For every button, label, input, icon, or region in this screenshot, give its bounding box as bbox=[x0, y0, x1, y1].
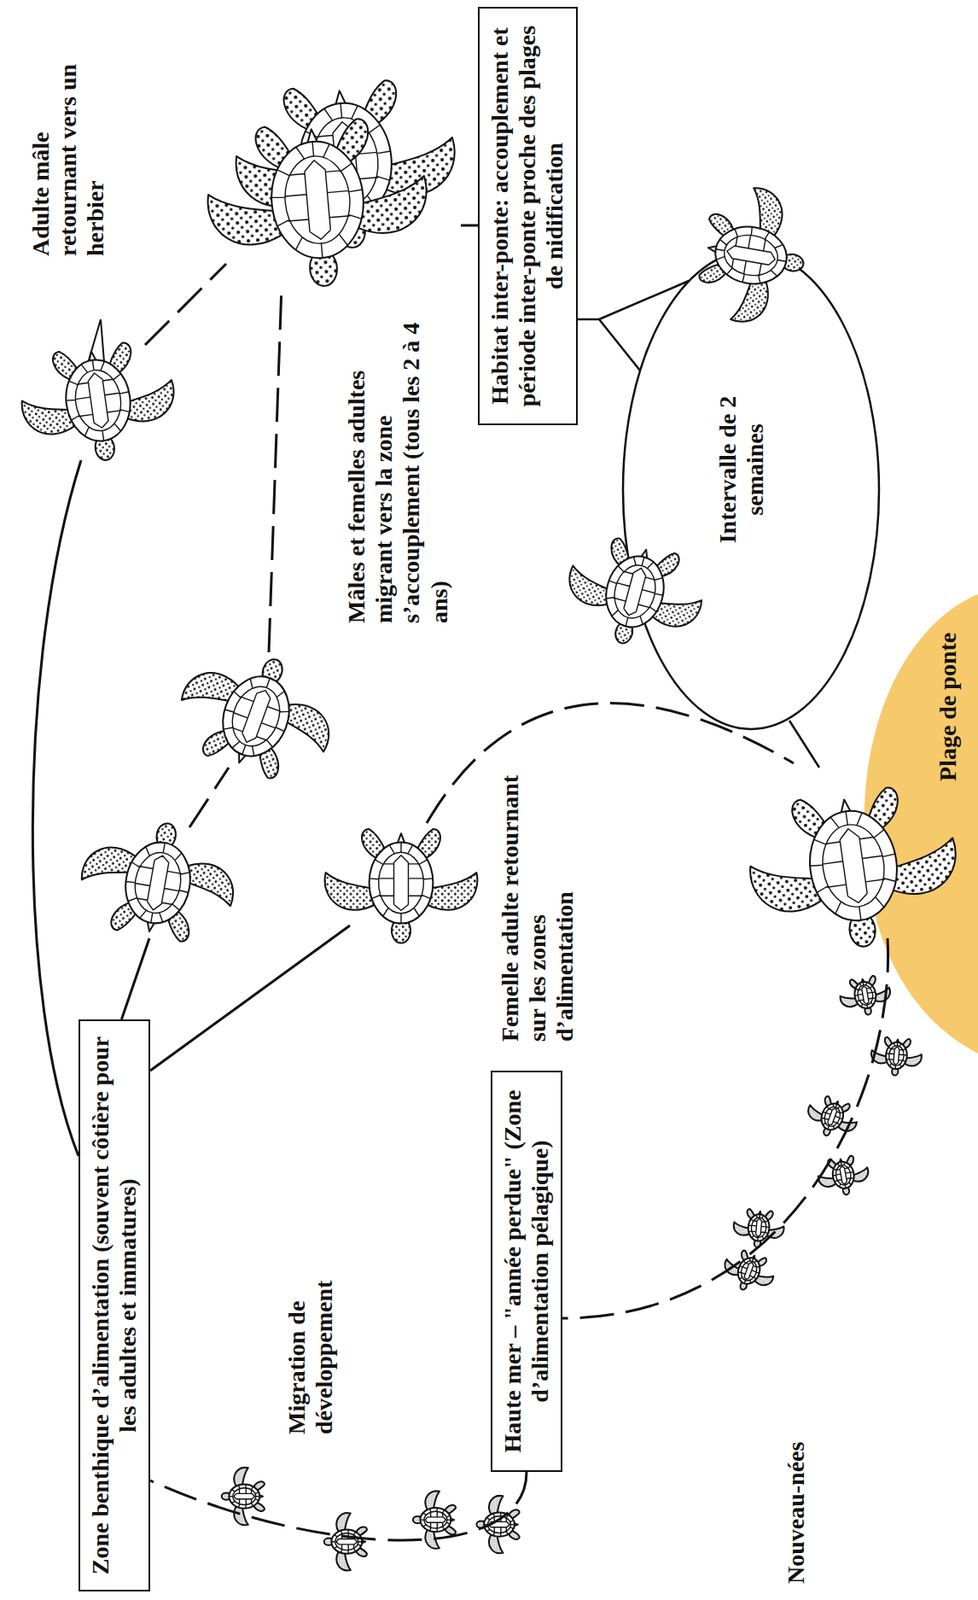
annotation-label: Femelle adulte retournant sur les zones … bbox=[494, 764, 582, 1045]
juvenile-turtle bbox=[221, 1467, 265, 1525]
annotation-label: Intervalle de 2 semaines bbox=[712, 376, 771, 563]
inter-nesting-loop bbox=[622, 250, 880, 729]
text-box: Zone benthique d’alimentation (souvent c… bbox=[78, 1018, 151, 1591]
migration-line bbox=[121, 937, 150, 1019]
annotation-label: Adulte mâle retournant vers un herbier bbox=[25, 22, 112, 260]
migration-line bbox=[32, 459, 82, 1156]
hatchling-turtle bbox=[802, 1090, 862, 1143]
annotation-label: Mâles et femelles adultes migrant vers l… bbox=[341, 303, 455, 627]
connector bbox=[150, 1471, 527, 1540]
juvenile-turtle bbox=[324, 1512, 367, 1570]
label-text: Intervalle de 2 semaines bbox=[714, 379, 769, 559]
juvenile-turtle bbox=[476, 1495, 519, 1553]
migrating-turtle bbox=[165, 633, 349, 793]
label-text: Nouveau-nées bbox=[782, 1441, 810, 1584]
text-box: Haute mer – "année perdue" (Zone d’alime… bbox=[490, 1070, 563, 1472]
hatchling-turtle bbox=[718, 1245, 779, 1298]
mating-link bbox=[460, 224, 478, 228]
label-text: Mâles et femelles adultes migrant vers l… bbox=[343, 307, 454, 623]
box-text: Zone benthique d’alimentation (souvent c… bbox=[87, 1030, 142, 1579]
mating-male-turtle bbox=[201, 113, 434, 296]
label-text: Migration de développement bbox=[283, 1237, 338, 1434]
label-text: Femelle adulte retournant sur les zones … bbox=[496, 768, 580, 1042]
annotation-label: Plage de ponte bbox=[932, 628, 964, 785]
hatchling-turtle bbox=[815, 1152, 873, 1200]
label-text: Plage de ponte bbox=[934, 632, 962, 781]
loop-link bbox=[577, 280, 689, 371]
hatchling-turtle bbox=[732, 1207, 786, 1250]
label-text: Adulte mâle retournant vers un herbier bbox=[27, 25, 111, 257]
migrating-turtle bbox=[73, 809, 244, 949]
annotation-label: Migration de développement bbox=[281, 1234, 340, 1438]
migration-lines bbox=[145, 263, 794, 827]
annotation-label: Nouveau-nées bbox=[780, 1437, 812, 1587]
nesting-turtle bbox=[740, 779, 967, 961]
inter-nesting-turtle bbox=[556, 528, 713, 661]
migration-line bbox=[150, 925, 350, 1071]
hatchling-path bbox=[562, 937, 889, 1318]
box-text: Habitat inter-ponte: accouplement et pér… bbox=[486, 18, 570, 414]
inter-nesting-turtle bbox=[692, 180, 815, 332]
adult-male-turtle bbox=[15, 319, 183, 471]
box-text: Haute mer – "année perdue" (Zone d’alime… bbox=[499, 1082, 554, 1460]
loop-link bbox=[789, 720, 820, 768]
text-box: Habitat inter-ponte: accouplement et pér… bbox=[477, 6, 578, 425]
